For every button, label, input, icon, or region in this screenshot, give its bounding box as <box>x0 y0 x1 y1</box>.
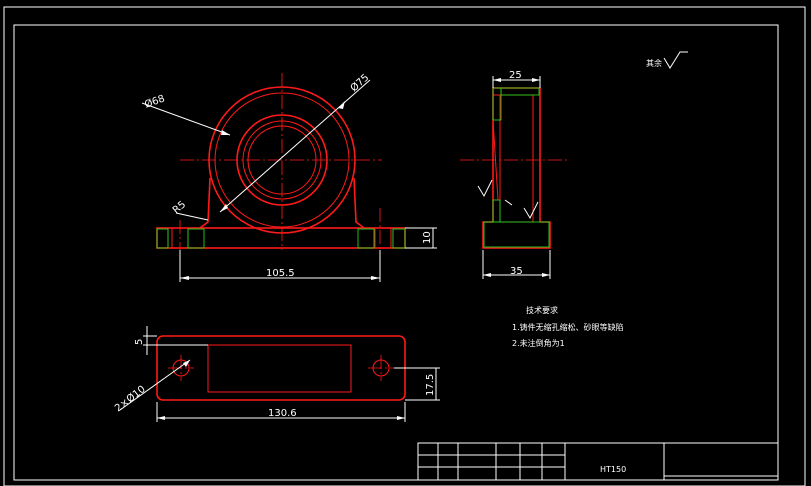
dim-radius-5: R5 <box>171 199 188 216</box>
title-block <box>417 442 779 481</box>
dim-width-105: 105.5 <box>266 268 295 279</box>
dim-side-base-35: 35 <box>510 266 523 277</box>
dim-top-length-130: 130.6 <box>268 408 297 419</box>
dim-thickness-10: 10 <box>422 231 433 244</box>
dim-top-offset-5: 5 <box>134 339 145 345</box>
notes-line-2: 2.未注倒角为1 <box>512 338 565 348</box>
dim-side-top-25: 25 <box>509 70 522 81</box>
drawing-border <box>3 6 806 486</box>
notes-title: 技术要求 <box>526 305 558 315</box>
roughness-symbol-icon <box>663 51 688 69</box>
dim-dia-75: Ø75 <box>348 72 371 95</box>
top-view <box>119 326 440 422</box>
surface-mark-label: 其余 <box>646 58 662 68</box>
title-block-material: HT150 <box>600 465 626 474</box>
side-view <box>460 76 568 279</box>
dim-top-holes: 2×Ø10 <box>112 383 147 414</box>
dim-top-depth-17: 17.5 <box>425 374 436 396</box>
front-view <box>141 73 437 282</box>
notes-line-1: 1.铸件无缩孔缩松、砂眼等缺陷 <box>512 322 624 332</box>
